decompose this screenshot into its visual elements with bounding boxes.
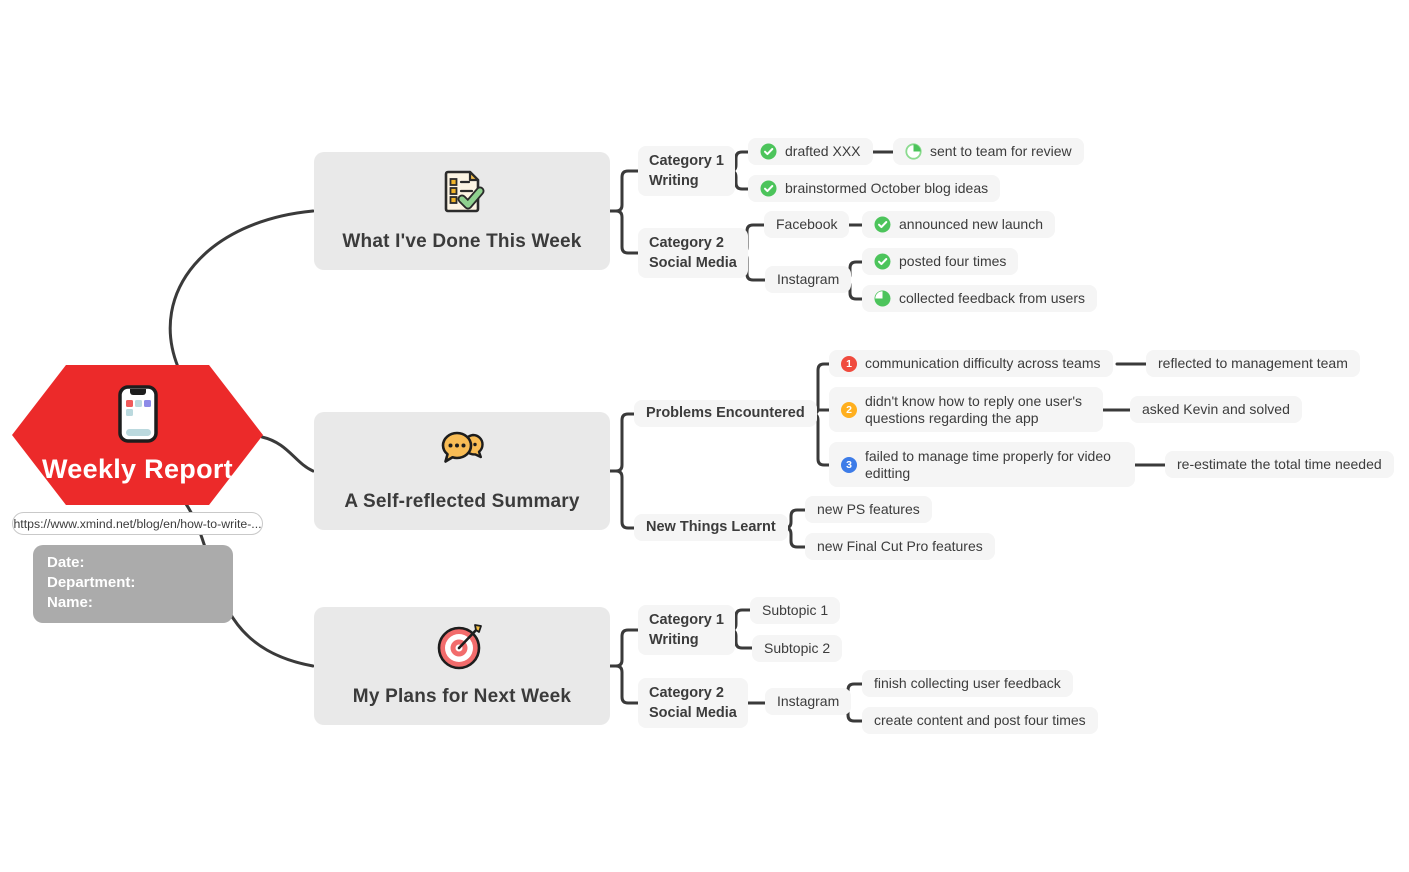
task-brainstormed-ideas[interactable]: brainstormed October blog ideas	[748, 175, 1001, 202]
node-new-things-learnt[interactable]: New Things Learnt	[634, 514, 788, 541]
note-line-name: Name:	[47, 594, 93, 611]
leaf-label: New Things Learnt	[646, 519, 776, 535]
node-subtopic-2[interactable]: Subtopic 2	[752, 635, 843, 662]
leaf-label: asked Kevin and solved	[1142, 401, 1290, 417]
learnt-ps-features[interactable]: new PS features	[805, 496, 932, 523]
category-line: Category 1	[649, 153, 724, 169]
leaf-label: sent to team for review	[930, 143, 1072, 159]
learnt-final-cut-features[interactable]: new Final Cut Pro features	[805, 533, 995, 560]
topic-label: A Self-reflected Summary	[344, 491, 580, 512]
problem-3[interactable]: 3 failed to manage time properly for vid…	[829, 442, 1135, 487]
progress-quarter-icon	[905, 143, 922, 160]
memo-check-icon	[438, 167, 486, 220]
category-line: Social Media	[649, 705, 737, 721]
priority-3-icon: 3	[841, 456, 857, 473]
category-line: Category 1	[649, 612, 724, 628]
leaf-label: new PS features	[817, 501, 920, 517]
node-facebook[interactable]: Facebook	[764, 211, 850, 238]
category-line: Writing	[649, 632, 699, 648]
leaf-label: new Final Cut Pro features	[817, 538, 983, 554]
leaf-label: Problems Encountered	[646, 405, 805, 421]
solution-1[interactable]: reflected to management team	[1146, 350, 1360, 377]
leaf-label: reflected to management team	[1158, 355, 1348, 371]
note-line-department: Department:	[47, 574, 136, 591]
dart-target-icon	[437, 622, 487, 675]
plan-finish-feedback[interactable]: finish collecting user feedback	[862, 670, 1073, 697]
priority-2-icon: 2	[841, 401, 857, 418]
b1-category-1-writing[interactable]: Category 1 Writing	[638, 146, 735, 196]
priority-1-icon: 1	[841, 355, 857, 372]
b1-category-2-social-media[interactable]: Category 2 Social Media	[638, 228, 748, 278]
task-announced-launch[interactable]: announced new launch	[862, 211, 1056, 238]
category-line: Category 2	[649, 685, 724, 701]
topic-plans-next-week[interactable]: My Plans for Next Week	[314, 607, 610, 725]
leaf-label: collected feedback from users	[899, 290, 1085, 306]
problem-2[interactable]: 2 didn't know how to reply one user's qu…	[829, 387, 1103, 432]
leaf-label: Facebook	[776, 216, 838, 232]
central-topic-title: Weekly Report	[42, 454, 233, 484]
plan-create-content[interactable]: create content and post four times	[862, 707, 1098, 734]
leaf-label: finish collecting user feedback	[874, 675, 1061, 691]
node-subtopic-1[interactable]: Subtopic 1	[750, 597, 841, 624]
category-line: Category 2	[649, 235, 724, 251]
task-sent-for-review[interactable]: sent to team for review	[893, 138, 1084, 165]
leaf-label: Subtopic 1	[762, 602, 829, 618]
leaf-label: announced new launch	[899, 216, 1044, 232]
hyperlink-text: https://www.xmind.net/blog/en/how-to-wri…	[13, 516, 262, 531]
node-instagram[interactable]: Instagram	[765, 266, 852, 293]
problem-1[interactable]: 1 communication difficulty across teams	[829, 350, 1113, 377]
leaf-label: re-estimate the total time needed	[1177, 456, 1382, 472]
progress-three-quarter-icon	[874, 290, 891, 307]
b3-category-2-social-media[interactable]: Category 2 Social Media	[638, 678, 748, 728]
leaf-label: create content and post four times	[874, 712, 1086, 728]
leaf-label: communication difficulty across teams	[865, 355, 1101, 371]
check-circle-icon	[760, 180, 777, 197]
check-circle-icon	[874, 216, 891, 233]
node-problems-encountered[interactable]: Problems Encountered	[634, 400, 817, 427]
task-collected-feedback[interactable]: collected feedback from users	[862, 285, 1097, 312]
speech-bubbles-icon	[437, 427, 487, 480]
solution-2[interactable]: asked Kevin and solved	[1130, 396, 1302, 423]
task-drafted-xxx[interactable]: drafted XXX	[748, 138, 873, 165]
category-line: Writing	[649, 173, 699, 189]
leaf-label: Instagram	[777, 693, 840, 709]
hyperlink-label[interactable]: https://www.xmind.net/blog/en/how-to-wri…	[12, 512, 263, 535]
central-topic[interactable]: Weekly Report	[12, 365, 263, 505]
topic-self-reflected-summary[interactable]: A Self-reflected Summary	[314, 412, 610, 530]
leaf-label: didn't know how to reply one user's ques…	[865, 392, 1083, 426]
leaf-label: failed to manage time properly for video…	[865, 447, 1111, 481]
solution-3[interactable]: re-estimate the total time needed	[1165, 451, 1394, 478]
topic-label: What I've Done This Week	[342, 231, 582, 252]
leaf-label: drafted XXX	[785, 143, 861, 159]
topic-label: My Plans for Next Week	[352, 686, 572, 707]
note-box[interactable]: Date: Department: Name:	[33, 545, 233, 623]
note-line-date: Date:	[47, 554, 85, 571]
leaf-label: posted four times	[899, 253, 1007, 269]
node-instagram-plan[interactable]: Instagram	[765, 688, 852, 715]
category-line: Social Media	[649, 255, 737, 271]
leaf-label: Subtopic 2	[764, 640, 831, 656]
check-circle-icon	[760, 143, 777, 160]
leaf-label: Instagram	[777, 271, 840, 287]
b3-category-1-writing[interactable]: Category 1 Writing	[638, 605, 735, 655]
task-posted-four-times[interactable]: posted four times	[862, 248, 1019, 275]
smartphone-icon	[117, 385, 159, 448]
check-circle-icon	[874, 253, 891, 270]
leaf-label: brainstormed October blog ideas	[785, 180, 989, 196]
topic-done-this-week[interactable]: What I've Done This Week	[314, 152, 610, 270]
